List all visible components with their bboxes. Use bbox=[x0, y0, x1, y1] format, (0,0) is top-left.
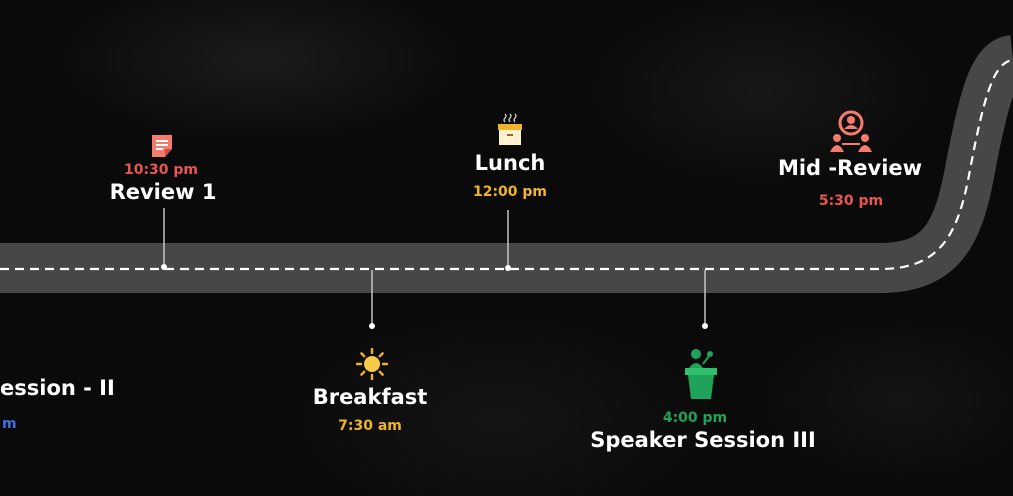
speaker2-title-partial: ession - II bbox=[0, 376, 115, 400]
lunch-time: 12:00 pm bbox=[472, 184, 548, 200]
review1-time: 10:30 pm bbox=[123, 162, 199, 178]
lunch-title: Lunch bbox=[474, 151, 546, 175]
sun-icon bbox=[356, 348, 388, 380]
breakfast-time: 7:30 am bbox=[338, 418, 402, 434]
speaker2-time-partial: m bbox=[2, 416, 17, 432]
speaker3-time: 4:00 pm bbox=[662, 410, 728, 426]
podium-icon bbox=[685, 349, 717, 399]
speaker3-title: Speaker Session III bbox=[590, 428, 816, 452]
mid-review-title: Mid -Review bbox=[777, 156, 923, 180]
document-icon bbox=[152, 135, 172, 157]
breakfast-title: Breakfast bbox=[312, 385, 428, 409]
review1-title: Review 1 bbox=[109, 180, 217, 204]
food-box-icon bbox=[498, 113, 522, 145]
mid-review-time: 5:30 pm bbox=[818, 193, 884, 209]
people-icon bbox=[830, 110, 872, 152]
